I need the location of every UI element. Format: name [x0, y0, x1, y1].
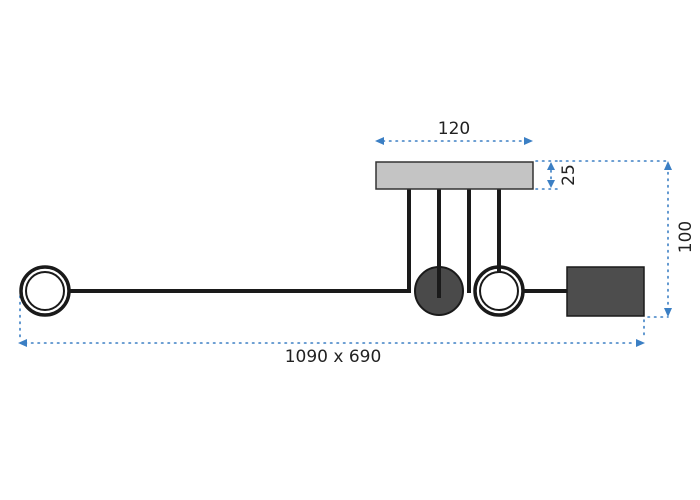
- arrow-canopy-left: [375, 137, 384, 145]
- arrow-overall-right: [636, 339, 645, 347]
- overall-size-label: 1090 x 690: [285, 347, 382, 367]
- arrow-height100-bottom: [664, 308, 672, 317]
- arrow-overall-left: [18, 339, 27, 347]
- dimension-arrowheads: [18, 137, 672, 347]
- lamp-wires: [68, 189, 567, 296]
- left-ring-lamp: [19, 265, 71, 317]
- arrow-height25-top: [547, 162, 555, 170]
- box-lamp: [566, 266, 645, 317]
- arrow-height100-top: [664, 161, 672, 170]
- right-ring-lamp: [473, 265, 525, 317]
- canopy-width-label: 120: [438, 119, 470, 139]
- total-height-label: 100: [676, 221, 696, 253]
- canopy-height-label: 25: [559, 164, 579, 186]
- arrow-canopy-right: [524, 137, 533, 145]
- ceiling-canopy: [375, 161, 534, 190]
- arrow-height25-bottom: [547, 180, 555, 188]
